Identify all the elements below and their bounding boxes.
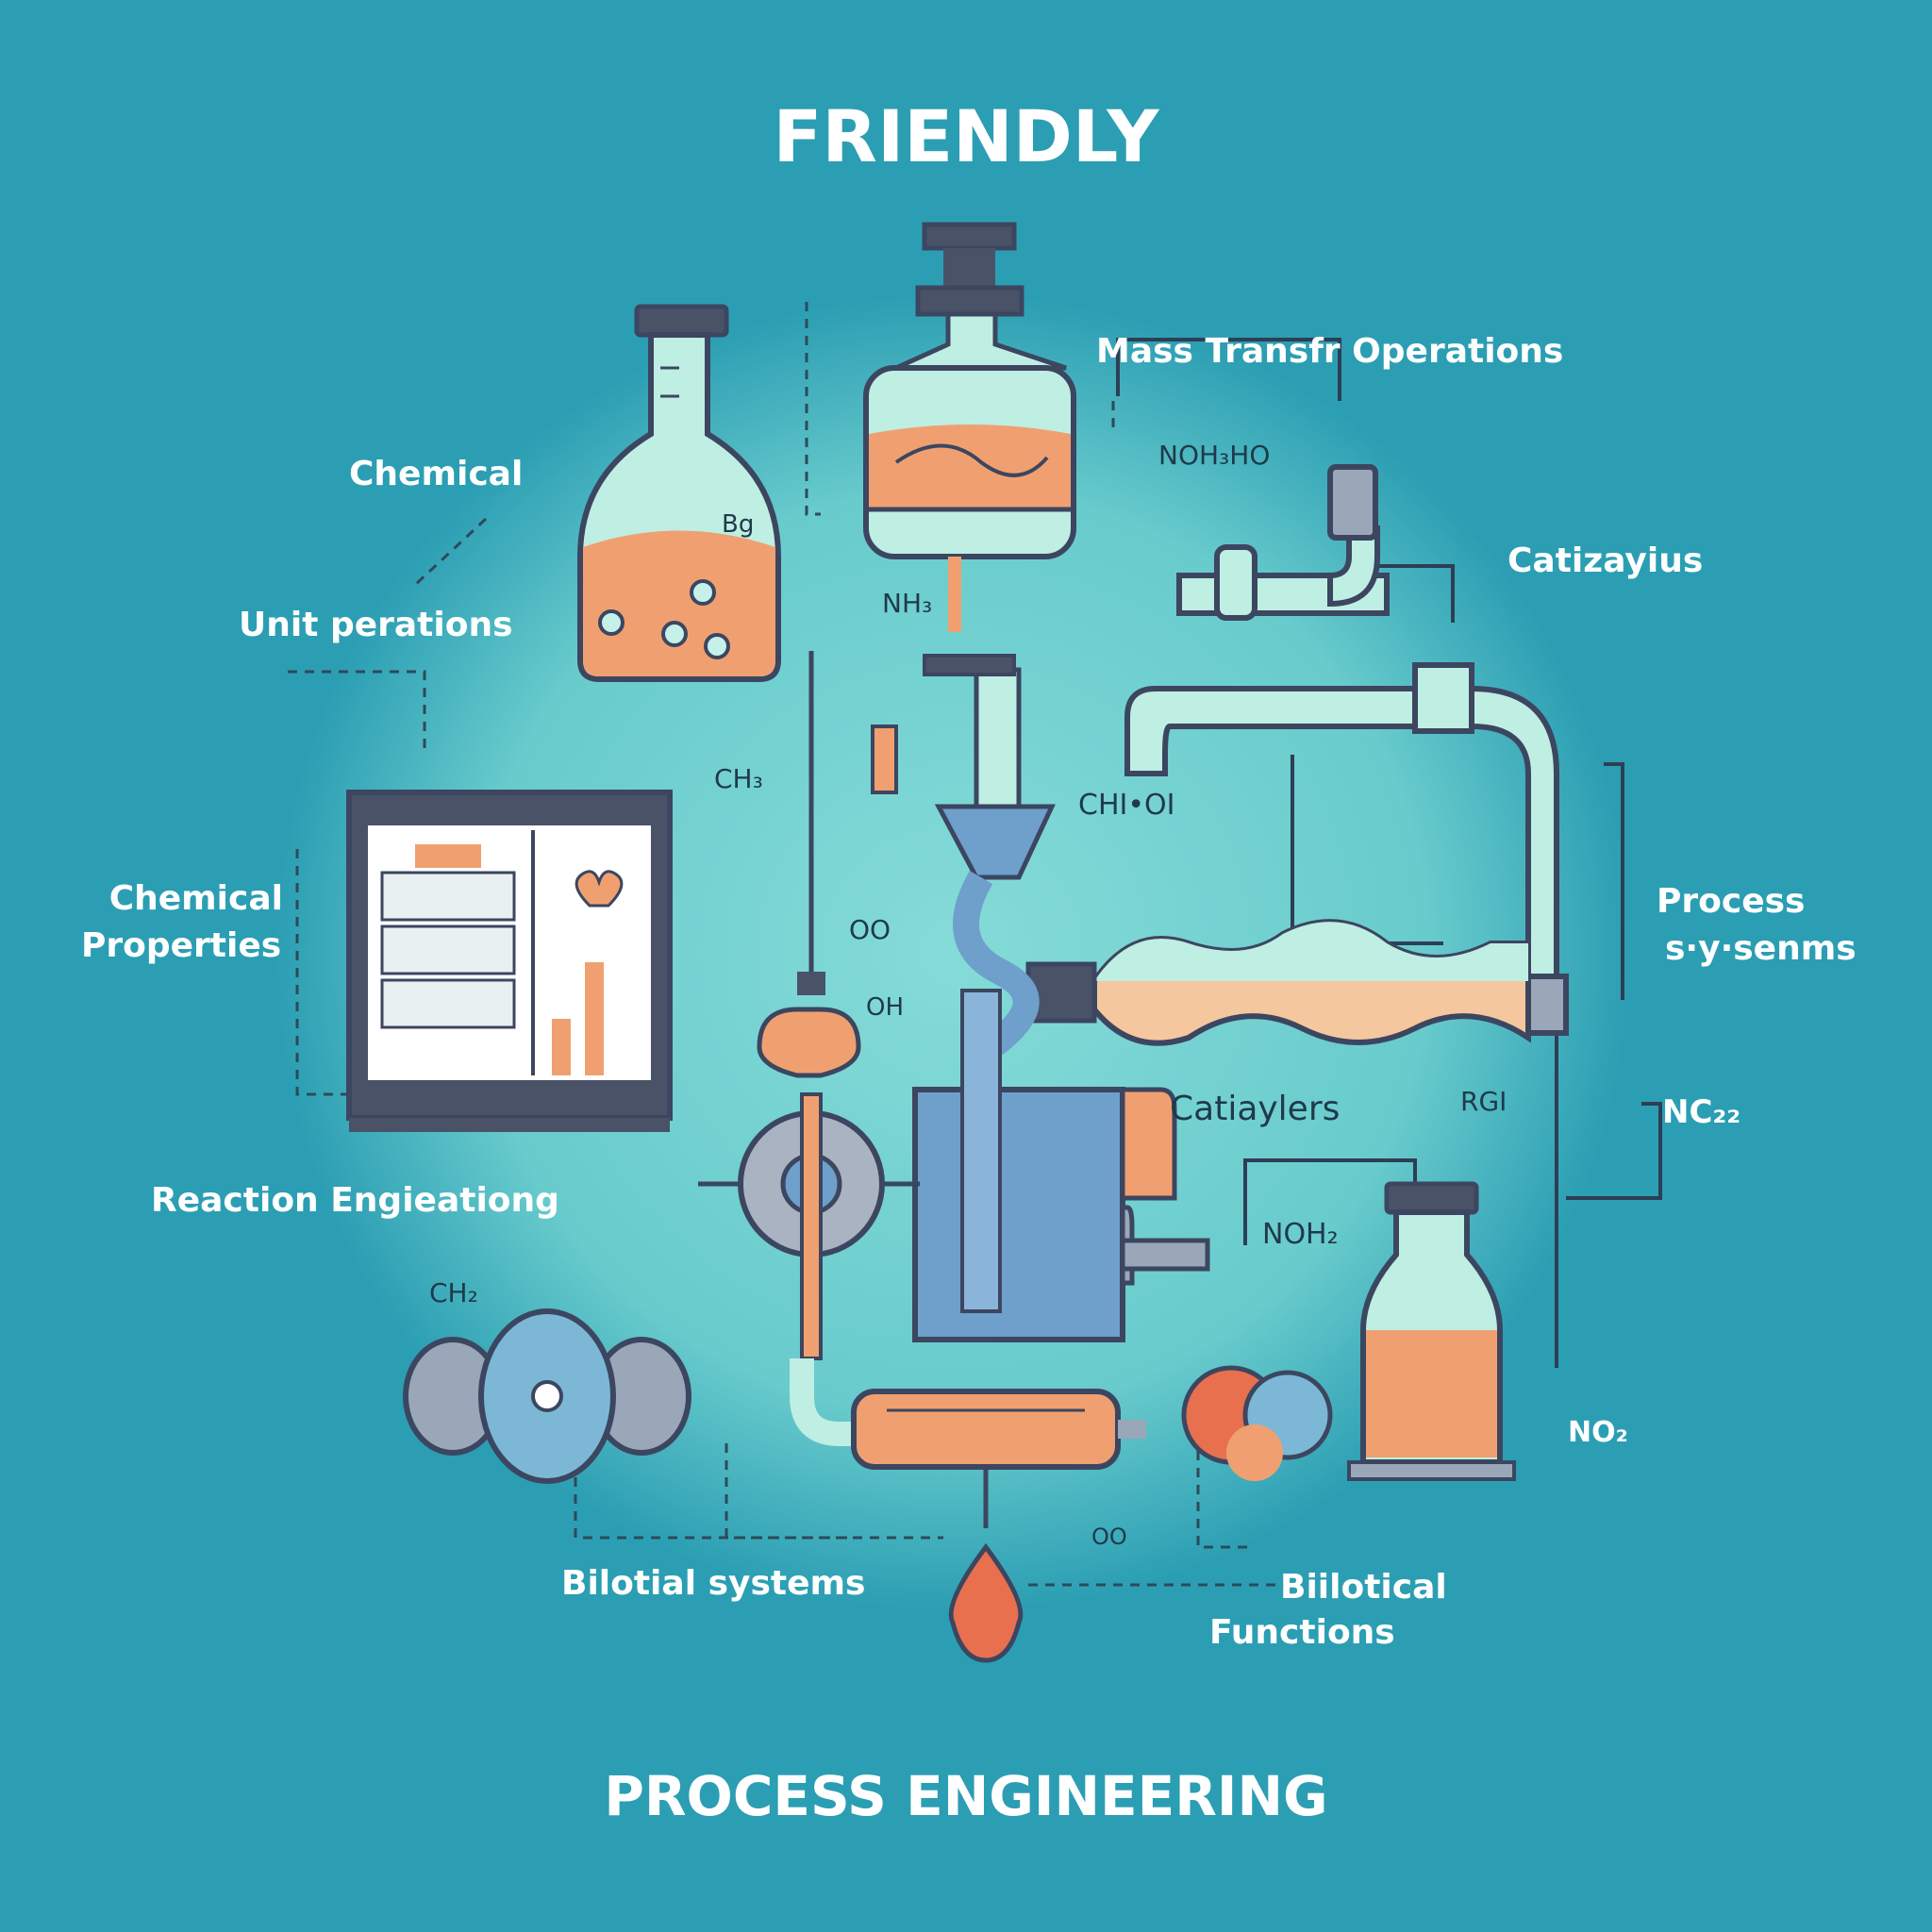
reaction-blob	[1181, 1365, 1333, 1481]
formula-noh2: NOH₂	[1262, 1218, 1339, 1251]
formula-choi: CHI•OI	[1078, 789, 1175, 822]
footer-title: PROCESS ENGINEERING	[604, 1764, 1328, 1828]
label-biological-functions-1: Biilotical	[1280, 1568, 1447, 1607]
formula-oh: OH	[866, 993, 905, 1022]
label-catalysis: Catizayius	[1507, 541, 1704, 580]
leader-lines	[288, 302, 1292, 1587]
formula-ch2: CH₂	[429, 1277, 478, 1308]
formula-noh3-ho: NOH₃HO	[1158, 440, 1271, 471]
label-catalysts: Catiaylers	[1170, 1090, 1341, 1128]
flask-top-left	[577, 304, 781, 682]
formula-oo-small: OO	[1091, 1524, 1127, 1550]
formula-no2: NO₂	[1568, 1416, 1628, 1449]
small-vials	[871, 654, 1016, 794]
wavy-reactor	[1025, 919, 1531, 1046]
label-biological-functions-2: Functions	[1209, 1613, 1395, 1652]
label-chemical-properties-2: Properties	[81, 926, 282, 965]
left-sphere-assembly	[698, 651, 920, 1360]
label-process-systems-1: Process	[1657, 882, 1806, 921]
formula-rgi: RGI	[1460, 1086, 1507, 1117]
label-mass-transfer: Mass Transfr Operations	[1096, 332, 1564, 371]
bottom-horizontal-vessel	[790, 1358, 1146, 1663]
reactor-top-center	[863, 222, 1076, 632]
label-unit-operations: Unit perations	[239, 606, 513, 644]
formula-nc02: NC₂₂	[1662, 1093, 1741, 1131]
label-biological-systems: Bilotial systems	[561, 1564, 866, 1603]
formula-oo: OO	[849, 914, 891, 945]
label-reaction-engineering: Reaction Engieationg	[151, 1181, 559, 1220]
formula-nh3: NH₃	[882, 588, 933, 619]
label-chemical-properties-1: Chemical	[108, 879, 283, 918]
central-column	[912, 667, 1210, 1342]
formula-ch3: CH₃	[714, 763, 763, 794]
pump-bottom-left	[403, 1308, 691, 1484]
label-chemical: Chemical	[349, 455, 524, 493]
label-process-systems-2: s·y·senms	[1665, 929, 1857, 968]
monitor-panel	[346, 790, 673, 1132]
pipe-network-top-right	[1124, 464, 1569, 1036]
formula-bg: Bg	[722, 510, 755, 539]
flask-bottom-right	[1347, 1181, 1516, 1481]
page-title: FRIENDLY	[773, 94, 1159, 178]
